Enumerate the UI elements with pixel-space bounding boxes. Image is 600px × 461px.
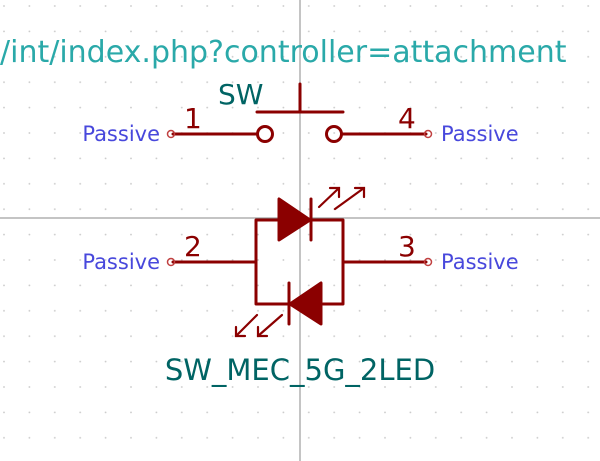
pin-4-endpoint [423,129,433,139]
pin-1-type: Passive [82,122,160,146]
pin-2-endpoint [166,257,176,267]
reference-label: SW [218,78,263,111]
led-frame-wires [254,218,345,306]
pin-2-type: Passive [82,250,160,274]
led-bottom-triangle [288,281,323,326]
pin-3-number: 3 [398,230,416,263]
switch-contact-left [256,125,274,143]
pin-1-number: 1 [184,102,202,135]
led-top-triangle [277,197,312,242]
led-bottom-emission-arrows [234,313,284,338]
pin-3-endpoint [423,257,433,267]
url-text: /int/index.php?controller=attachment [0,35,567,70]
switch-actuator [255,82,345,114]
pin-4-type: Passive [441,122,519,146]
pin-2-number: 2 [184,230,202,263]
led-top-emission-arrows [317,186,366,211]
pin-1-endpoint [166,129,176,139]
pin-4-number: 4 [398,102,416,135]
value-label: SW_MEC_5G_2LED [165,353,435,387]
pin-3-type: Passive [441,250,519,274]
